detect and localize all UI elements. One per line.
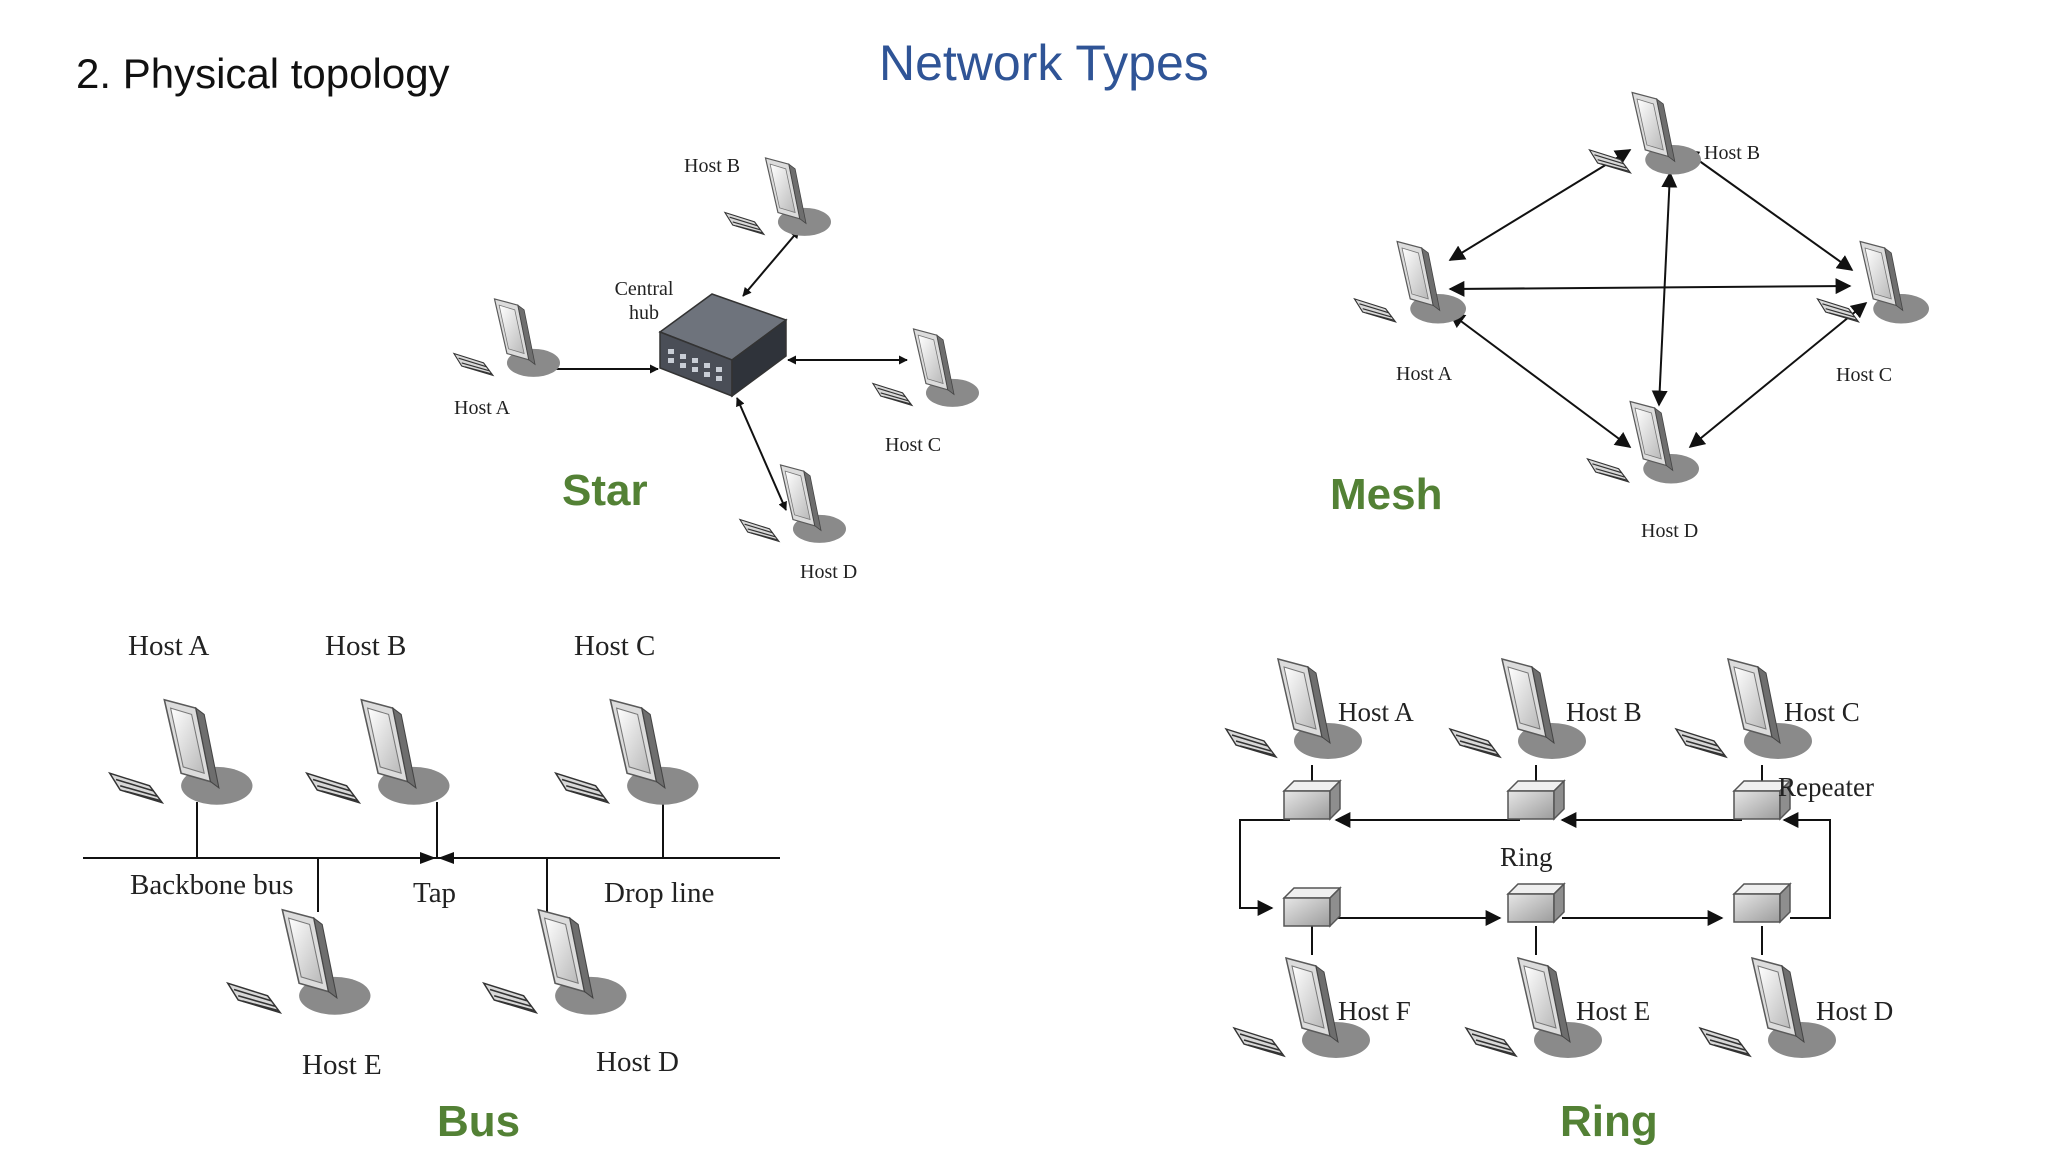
mesh-host-d-label: Host D <box>1641 520 1698 542</box>
ring-host-a-label: Host A <box>1338 697 1414 727</box>
star-host-c-label: Host C <box>885 434 941 456</box>
ring-host-c-label: Host C <box>1784 697 1860 727</box>
tap-right-arrow <box>438 852 454 864</box>
tap-left-arrow <box>420 852 436 864</box>
tap-label: Tap <box>413 877 456 909</box>
repeater-a-icon <box>1283 780 1341 820</box>
bus-host-a-computer-icon <box>108 698 254 806</box>
star-label: Star <box>562 466 648 515</box>
repeater-d-icon <box>1733 883 1791 923</box>
bus-host-c-computer-icon <box>554 698 700 806</box>
ring-label: Ring <box>1500 842 1553 872</box>
hub-label-line1: Central <box>615 278 674 300</box>
ring-host-b-label: Host B <box>1566 697 1642 727</box>
section-subtitle: 2. Physical topology <box>76 50 450 97</box>
mesh-host-b-label: Host B <box>1704 142 1760 164</box>
ring-host-e-label: Host E <box>1576 996 1650 1026</box>
bus-host-e-label: Host E <box>302 1049 382 1081</box>
star-host-c-computer-icon <box>872 328 980 408</box>
ring-host-f-label: Host F <box>1338 996 1411 1026</box>
bus-lines <box>83 802 780 912</box>
bus-host-d-label: Host D <box>596 1046 679 1078</box>
mesh-label: Mesh <box>1330 470 1443 519</box>
mesh-host-c-computer-icon <box>1816 240 1930 325</box>
bus-host-e-computer-icon <box>226 908 372 1016</box>
mesh-host-d-computer-icon <box>1586 400 1700 485</box>
central-hub <box>658 293 788 398</box>
mesh-topology: Host A Host B Host C Host D <box>1353 91 1930 542</box>
bus-host-b-label: Host B <box>325 630 406 662</box>
star-host-a-label: Host A <box>454 397 511 419</box>
slide-title: Network Types <box>879 35 1209 91</box>
bus-topology: Host A Host B Host C Host D Host E Backb… <box>83 630 780 1081</box>
star-host-d-label: Host D <box>800 561 857 583</box>
bus-host-d-computer-icon <box>482 908 628 1016</box>
ring-topology: Host A Host B Host C Host D Host E Host … <box>1225 658 1893 1059</box>
star-host-a-computer-icon <box>453 298 561 378</box>
repeater-f-icon <box>1283 887 1341 927</box>
repeater-b-icon <box>1507 780 1565 820</box>
ring-lines <box>1239 765 1831 955</box>
mesh-host-b-computer-icon <box>1588 91 1702 176</box>
mesh-host-c-label: Host C <box>1836 364 1892 386</box>
star-host-b-label: Host B <box>684 155 740 177</box>
bus-label: Bus <box>437 1097 521 1146</box>
ring-topology-label: Ring <box>1560 1097 1658 1146</box>
bus-host-c-label: Host C <box>574 630 655 662</box>
bus-host-b-computer-icon <box>305 698 451 806</box>
star-links <box>539 229 908 511</box>
star-host-b-computer-icon <box>724 157 832 237</box>
hub-label-line2: hub <box>629 302 659 324</box>
ring-host-d-label: Host D <box>1816 996 1893 1026</box>
mesh-links <box>1448 149 1868 449</box>
backbone-bus-label: Backbone bus <box>130 869 294 901</box>
drop-line-label: Drop line <box>604 877 714 909</box>
repeater-e-icon <box>1507 883 1565 923</box>
bus-host-a-label: Host A <box>128 630 209 662</box>
mesh-host-a-label: Host A <box>1396 363 1453 385</box>
star-host-d-computer-icon <box>739 464 847 544</box>
repeater-label: Repeater <box>1778 772 1874 802</box>
star-topology: Host A Host B Host C Host D Central hub <box>453 155 980 583</box>
mesh-host-a-computer-icon <box>1353 240 1467 325</box>
